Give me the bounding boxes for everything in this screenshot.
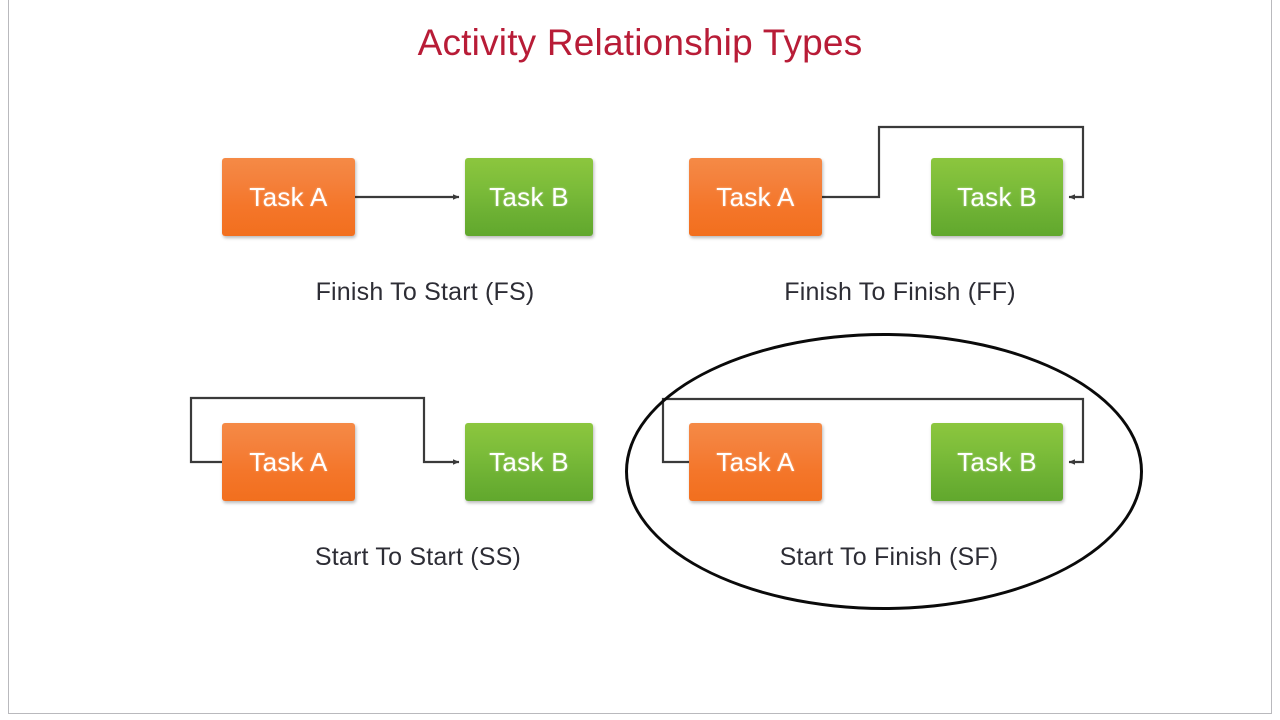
- caption-finish-to-finish: Finish To Finish (FF): [784, 278, 1016, 306]
- page-title: Activity Relationship Types: [417, 22, 863, 63]
- fs-task-b-box[interactable]: Task B: [465, 158, 593, 236]
- ff-task-b-box[interactable]: Task B: [931, 158, 1063, 236]
- slide-border-frame: [8, 0, 1272, 714]
- ss-task-b-box[interactable]: Task B: [465, 423, 593, 501]
- fs-task-a-box[interactable]: Task A: [222, 158, 355, 236]
- caption-start-to-start: Start To Start (SS): [314, 543, 522, 571]
- highlight-ellipse-start-to-finish: [625, 333, 1143, 610]
- ff-task-a-box[interactable]: Task A: [689, 158, 822, 236]
- caption-finish-to-start: Finish To Start (FS): [315, 278, 535, 306]
- ss-task-a-box[interactable]: Task A: [222, 423, 355, 501]
